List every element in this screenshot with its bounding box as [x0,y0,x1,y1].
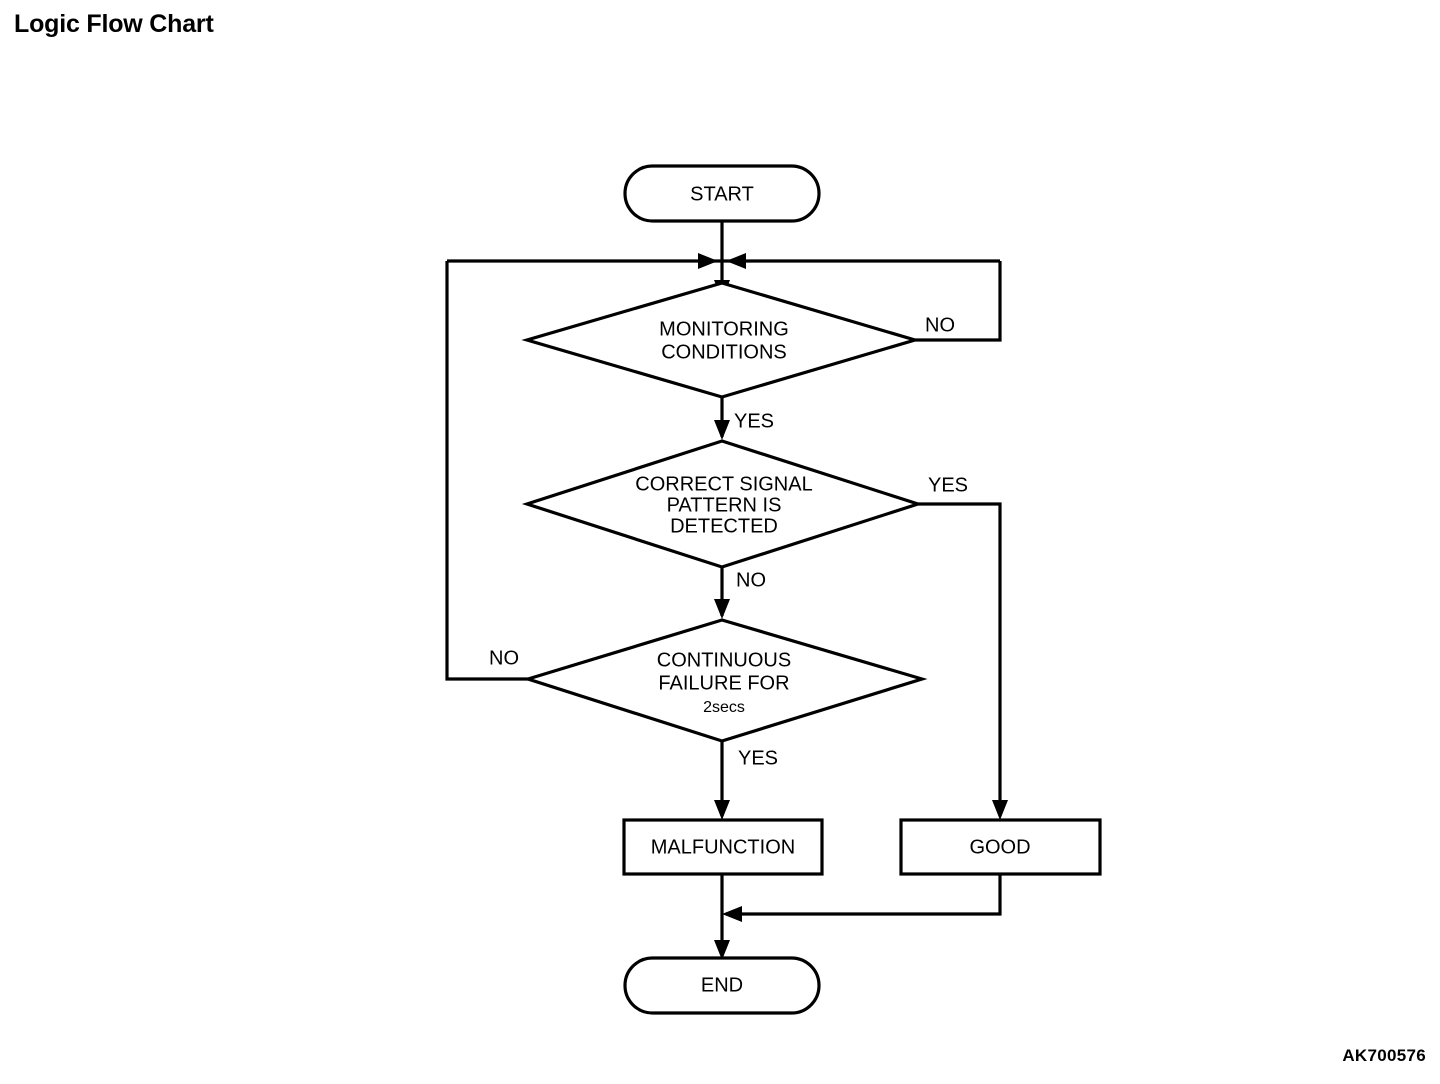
node-end-label: END [701,974,743,996]
page-title: Logic Flow Chart [14,10,214,38]
edge-continuous-no-loop [445,261,528,681]
edge-pattern-no [714,567,730,619]
node-good[interactable]: GOOD [899,818,1102,876]
node-pattern-line2: PATTERN IS [667,494,782,516]
node-good-label: GOOD [969,836,1030,858]
edge-pattern-yes [918,502,1008,820]
node-monitoring-conditions[interactable]: MONITORING CONDITIONS [521,281,921,399]
edge-continuous-yes [714,741,730,820]
branch-label-monitoring-yes: YES [734,410,774,432]
node-continuous-line3: 2secs [703,699,745,716]
node-monitoring-line1: MONITORING [659,318,789,340]
node-continuous-failure[interactable]: CONTINUOUS FAILURE FOR 2secs [522,618,928,743]
node-continuous-line1: CONTINUOUS [657,649,791,671]
edge-monitoring-no-loop [915,261,1002,342]
branch-label-continuous-yes: YES [738,747,778,769]
branch-label-pattern-no: NO [736,569,766,591]
branch-label-continuous-no: NO [489,647,519,669]
node-pattern-line1: CORRECT SIGNAL [635,473,812,495]
edge-good-to-merge [722,874,1002,922]
node-end[interactable]: END [623,956,821,1015]
node-correct-signal-pattern[interactable]: CORRECT SIGNAL PATTERN IS DETECTED [521,439,924,569]
branch-label-monitoring-no: NO [925,314,955,336]
branch-label-pattern-yes: YES [928,474,968,496]
node-start-label: START [690,183,754,205]
junction-bar [447,253,1000,269]
figure-code-label: AK700576 [1342,1046,1426,1065]
node-continuous-line2: FAILURE FOR [658,672,789,694]
node-pattern-line3: DETECTED [670,515,778,537]
node-malfunction[interactable]: MALFUNCTION [622,818,824,876]
node-malfunction-label: MALFUNCTION [651,836,795,858]
edge-monitoring-yes [714,397,730,440]
node-start[interactable]: START [623,164,821,223]
edge-malfunction-to-end [714,874,730,960]
node-monitoring-line2: CONDITIONS [661,341,787,363]
